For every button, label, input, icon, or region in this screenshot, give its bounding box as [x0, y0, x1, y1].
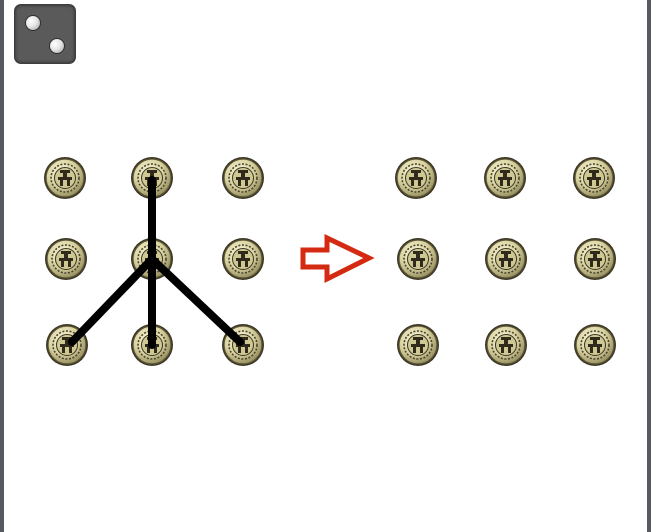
coin-icon[interactable] [44, 157, 86, 199]
coin-icon[interactable] [574, 324, 616, 366]
coin-icon[interactable] [45, 238, 87, 280]
connection-lines [72, 180, 240, 345]
coin-icon[interactable] [222, 238, 264, 280]
right-coin-grid [395, 157, 616, 366]
coin-icon[interactable] [574, 238, 616, 280]
coin-icon[interactable] [397, 238, 439, 280]
coin-icon[interactable] [573, 157, 615, 199]
coin-icon[interactable] [484, 157, 526, 199]
coin-icon[interactable] [397, 324, 439, 366]
arrow-right-icon [303, 238, 369, 279]
coin-icon[interactable] [485, 238, 527, 280]
coin-icon[interactable] [485, 324, 527, 366]
coin-icon[interactable] [222, 157, 264, 199]
coin-icon[interactable] [395, 157, 437, 199]
